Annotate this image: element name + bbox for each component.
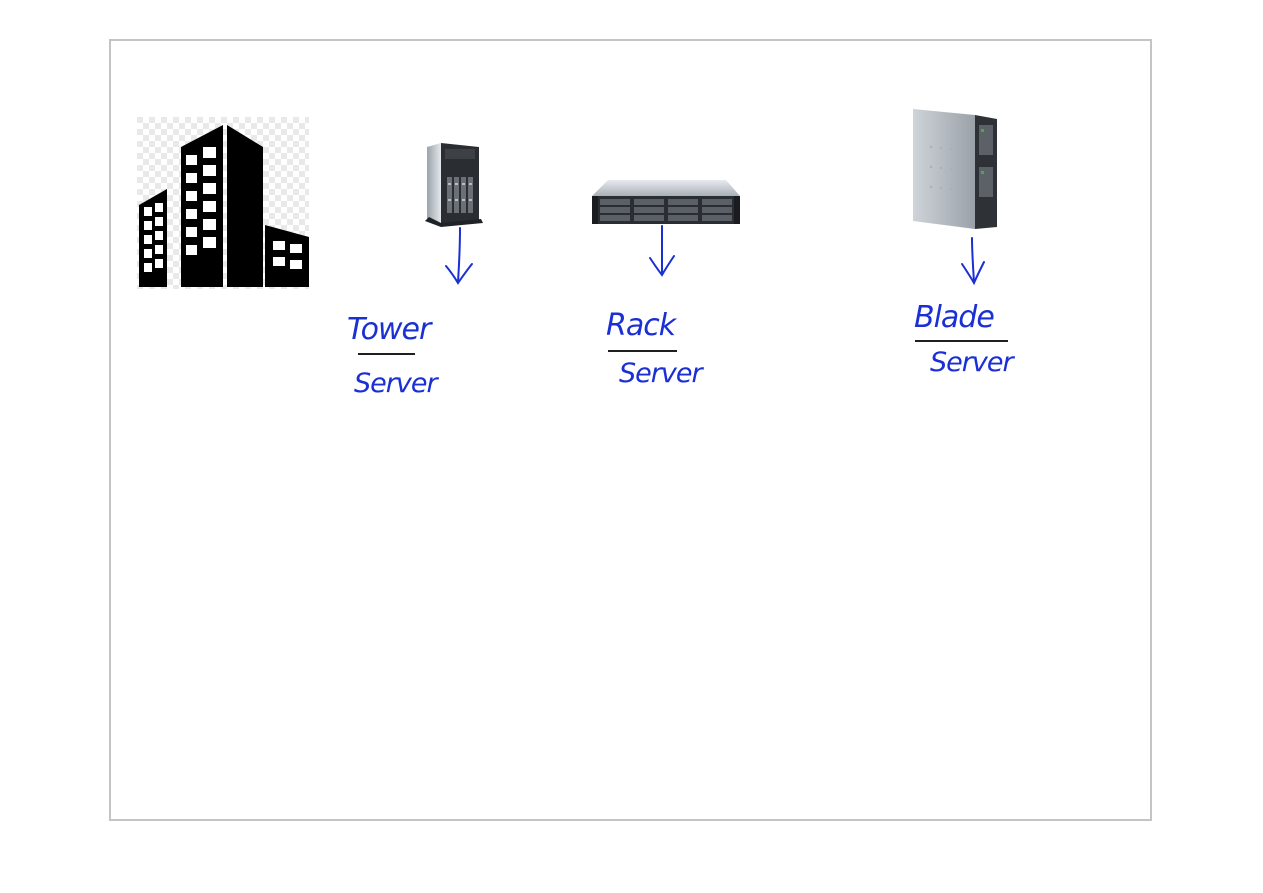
blade-server-image bbox=[911, 107, 999, 231]
tower-server-image bbox=[423, 141, 485, 231]
tower-server-label: Server bbox=[354, 368, 438, 399]
tower-underline bbox=[357, 352, 417, 356]
rack-underline bbox=[607, 349, 679, 353]
rack-label: Rack bbox=[606, 308, 676, 343]
blade-underline bbox=[914, 339, 1010, 343]
arrow-down-icon bbox=[440, 226, 480, 288]
arrow-down-icon bbox=[954, 236, 994, 288]
rack-server-label: Server bbox=[619, 358, 703, 389]
office-building-icon bbox=[137, 117, 309, 289]
tower-label: Tower bbox=[347, 312, 431, 347]
blade-label: Blade bbox=[914, 300, 995, 335]
arrow-down-icon bbox=[642, 224, 682, 280]
blade-server-label: Server bbox=[930, 347, 1014, 378]
rack-server-image bbox=[590, 178, 742, 226]
